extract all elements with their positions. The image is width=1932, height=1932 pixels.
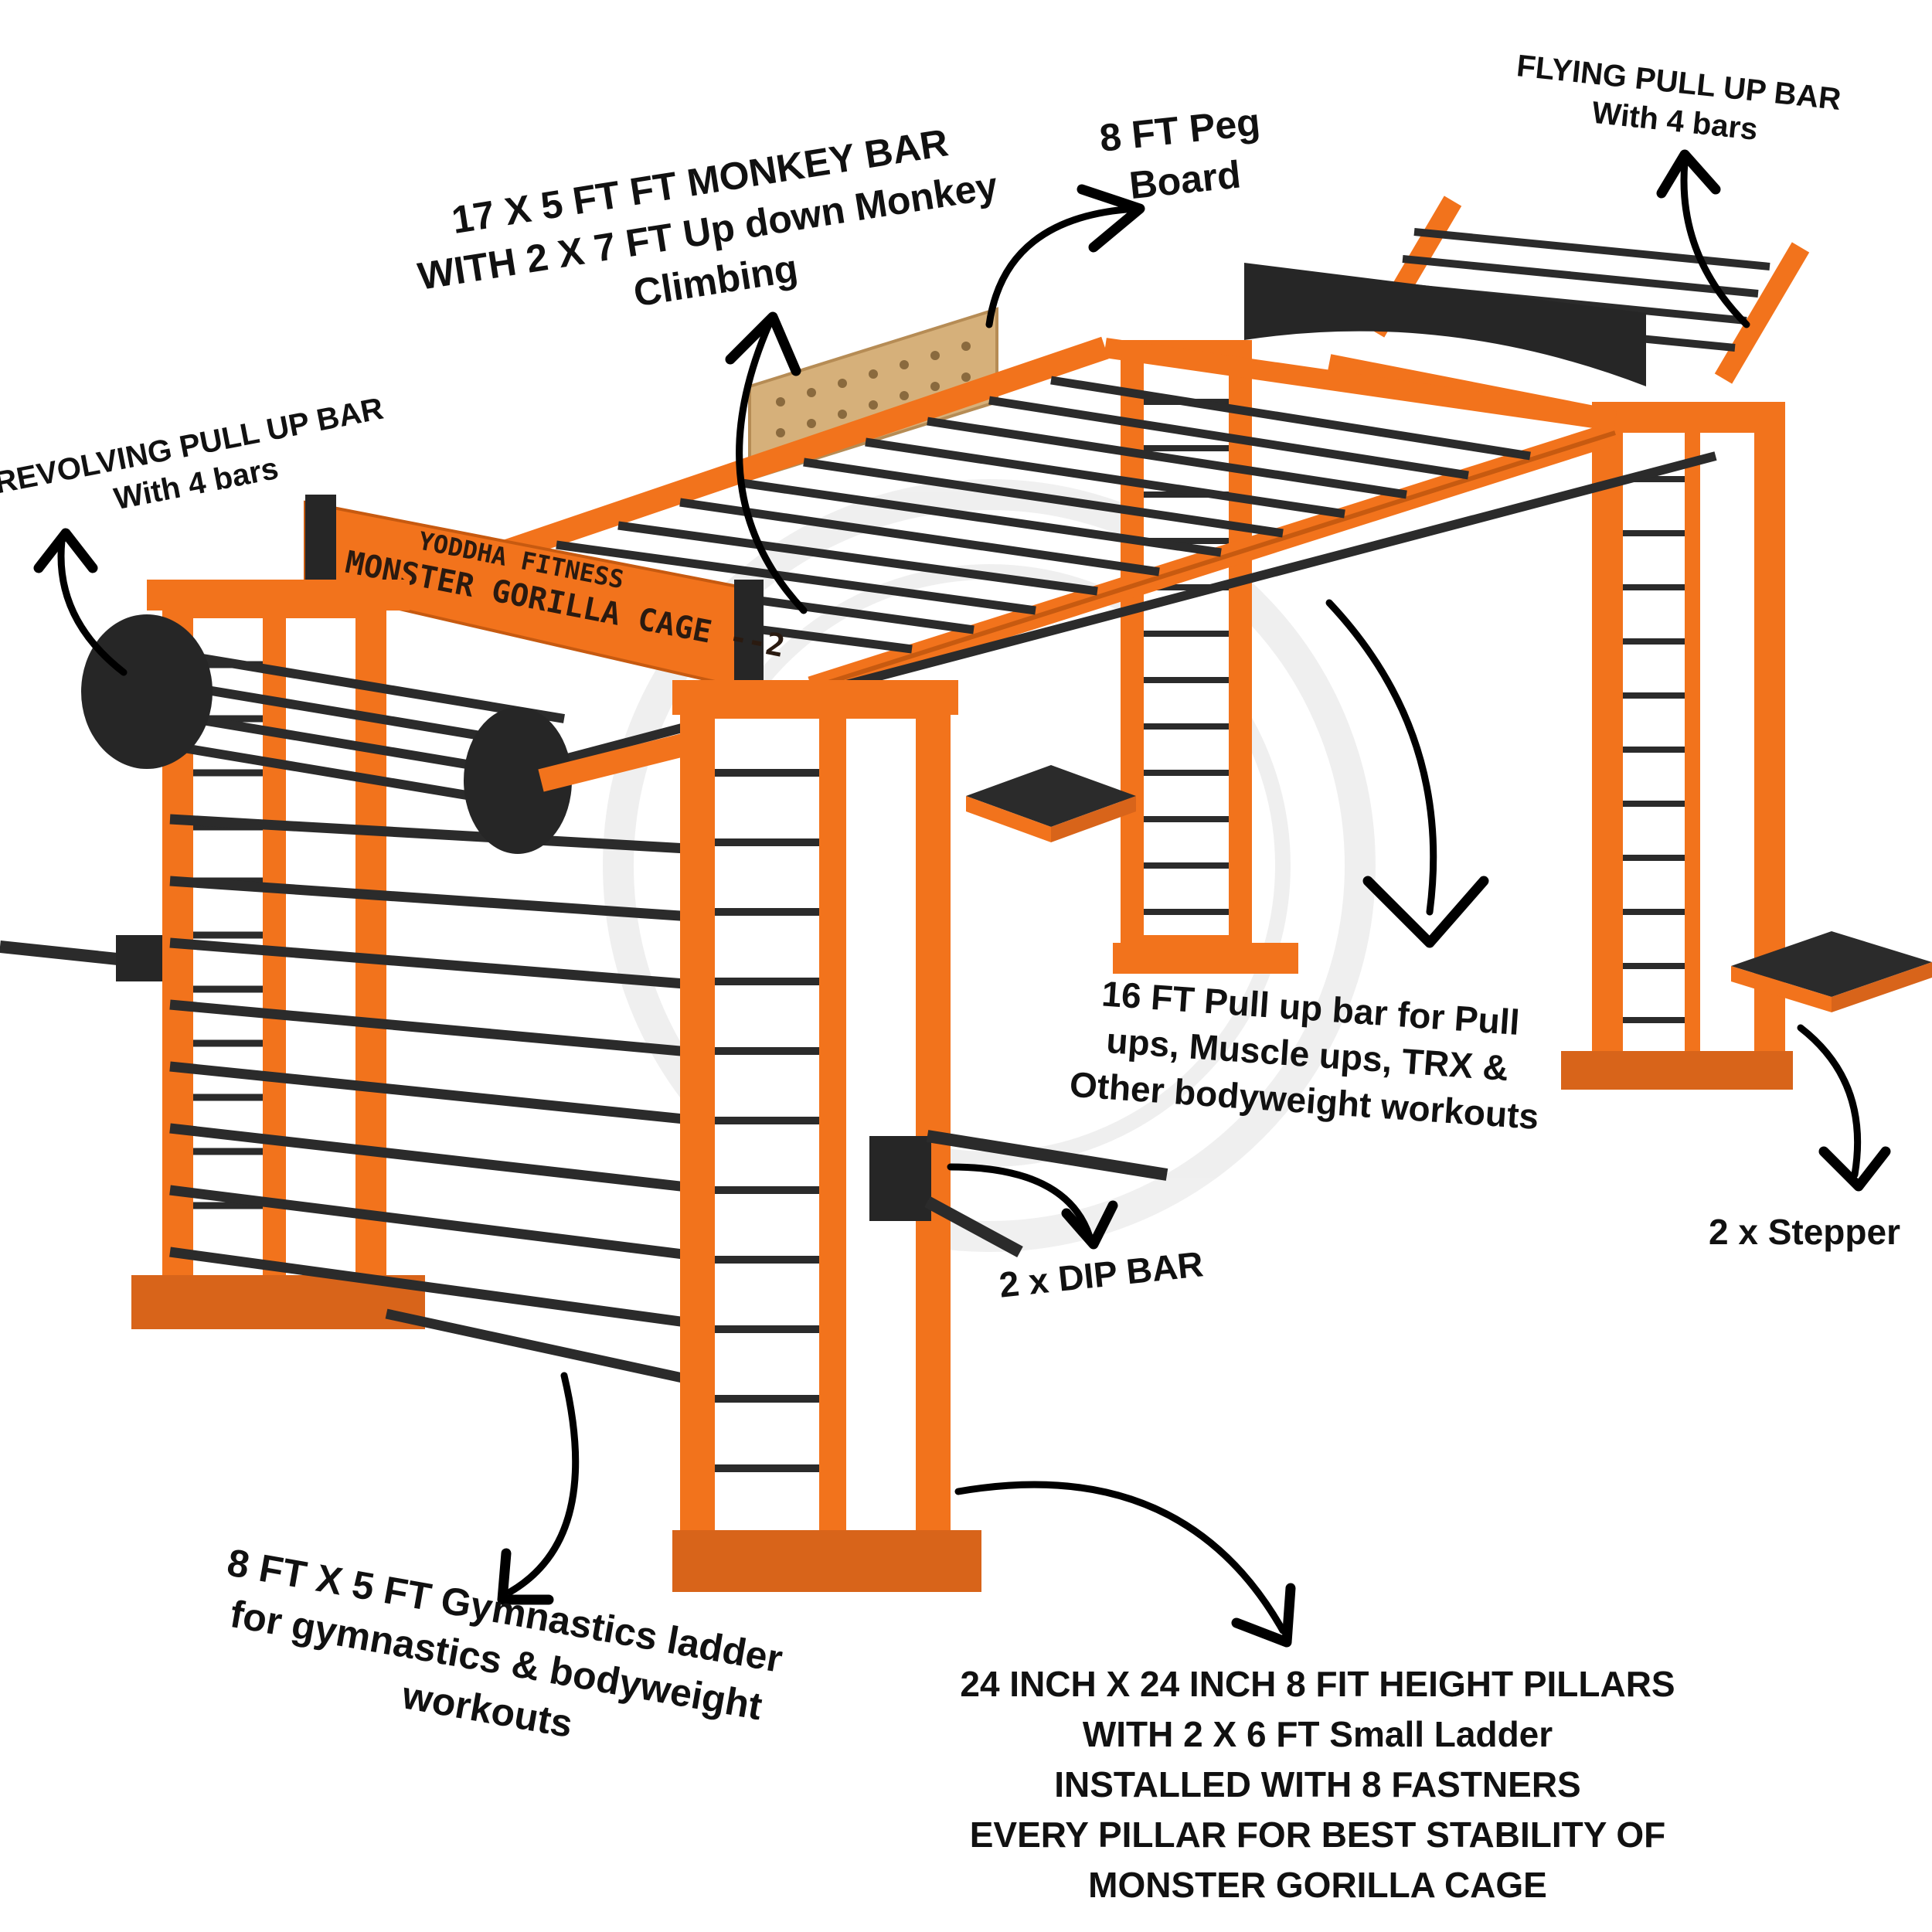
label-pillars-line-3: INSTALLED WITH 8 FASTNERS: [1054, 1764, 1581, 1804]
label-peg-board-line-2: Board: [1128, 152, 1243, 207]
cage-sign: YODDHA FITNESS MONSTER GORILLA CAGE --2: [304, 495, 787, 703]
arrows: [33, 149, 1891, 1648]
label-peg-board-line-1: 8 FT Peg: [1097, 100, 1262, 159]
top-curved-board: [1244, 263, 1646, 386]
label-pillars-line-5: MONSTER GORILLA CAGE: [1088, 1865, 1547, 1905]
label-peg-board: 8 FT Peg Board: [1097, 100, 1262, 207]
label-flying-pull-up: FLYING PULL UP BAR With 4 bars: [1515, 49, 1842, 147]
revolving-pull-up-bar: [81, 614, 699, 854]
dip-bar-left: [0, 935, 162, 981]
label-stepper: 2 x Stepper: [1709, 1212, 1900, 1252]
label-monkey-bar: 17 X 5 FT FT MONKEY BAR WITH 2 X 7 FT Up…: [415, 121, 1001, 315]
label-pillars-line-2: WITH 2 X 6 FT Small Ladder: [1083, 1714, 1553, 1754]
label-pillars-line-1: 24 INCH X 24 INCH 8 FIT HEIGHT PILLARS: [960, 1664, 1675, 1704]
label-stepper-line-1: 2 x Stepper: [1709, 1212, 1900, 1252]
small-ladder-front-right: [715, 769, 819, 1472]
label-pillars-line-4: EVERY PILLAR FOR BEST STABILITY OF: [970, 1815, 1665, 1855]
small-ladder-back-right: [1623, 476, 1685, 1023]
label-pillars: 24 INCH X 24 INCH 8 FIT HEIGHT PILLARS W…: [960, 1664, 1675, 1905]
pillar-front-left: [131, 580, 425, 1329]
label-dip-bar-line-1: 2 x DIP BAR: [997, 1243, 1205, 1304]
stepper-left: [966, 765, 1136, 842]
label-dip-bar: 2 x DIP BAR: [997, 1243, 1205, 1304]
dip-bar-right: [869, 1130, 1168, 1258]
stepper-right: [1731, 931, 1932, 1012]
